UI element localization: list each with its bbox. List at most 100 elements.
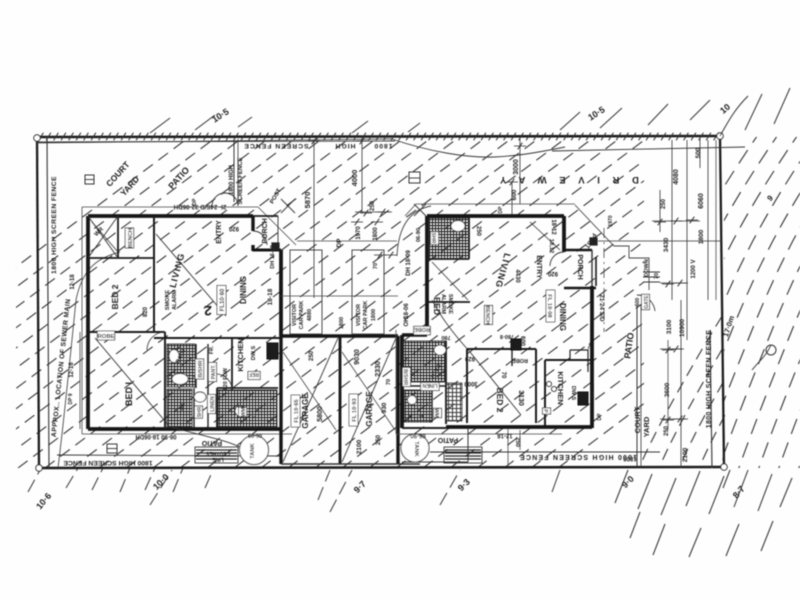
svg-text:WM: WM <box>241 407 247 416</box>
svg-text:BED 2: BED 2 <box>110 284 120 309</box>
svg-text:780·8: 780·8 <box>500 333 514 339</box>
svg-text:PORCH: PORCH <box>262 218 269 243</box>
svg-text:3130: 3130 <box>517 390 524 406</box>
svg-text:70: 70 <box>373 263 379 269</box>
svg-text:70: 70 <box>386 379 392 385</box>
svg-text:250: 250 <box>309 350 315 361</box>
svg-text:70: 70 <box>654 273 660 279</box>
svg-text:CAR PARK: CAR PARK <box>299 301 305 330</box>
svg-text:REF: REF <box>249 371 259 377</box>
svg-text:3000: 3000 <box>464 380 478 386</box>
svg-text:820: 820 <box>143 306 149 317</box>
svg-text:1970: 1970 <box>608 215 614 226</box>
svg-text:YARD: YARD <box>642 416 651 437</box>
svg-text:2100: 2100 <box>682 447 689 462</box>
svg-text:9030: 9030 <box>354 349 361 365</box>
svg-text:1200 V: 1200 V <box>691 259 697 278</box>
svg-text:500: 500 <box>695 147 702 158</box>
svg-text:06·90: 06·90 <box>410 432 426 438</box>
svg-text:ENTRY: ENTRY <box>535 255 542 279</box>
svg-text:21·24 S/D: 21·24 S/D <box>598 294 604 322</box>
svg-text:LINE: LINE <box>212 456 224 462</box>
svg-text:1800 HIGH SCREEN FENCE: 1800 HIGH SCREEN FENCE <box>519 453 637 460</box>
svg-text:FL10·60: FL10·60 <box>220 288 226 311</box>
svg-text:LINEN: LINEN <box>210 396 216 412</box>
svg-text:12-18: 12-18 <box>70 274 76 290</box>
svg-text:4080: 4080 <box>673 169 680 185</box>
svg-text:10: 10 <box>718 102 732 116</box>
svg-text:ALARM: ALARM <box>172 290 178 310</box>
svg-text:SCREEN FENCE: SCREEN FENCE <box>243 142 308 149</box>
svg-text:920: 920 <box>464 355 475 361</box>
svg-text:FL 10·93: FL 10·93 <box>352 398 358 422</box>
svg-text:1800: 1800 <box>339 317 345 329</box>
svg-text:1800: 1800 <box>698 229 705 244</box>
svg-text:250: 250 <box>664 425 670 436</box>
svg-text:820 FDW: 820 FDW <box>223 368 229 390</box>
svg-text:06·09: 06·09 <box>248 432 262 438</box>
svg-text:HIGH: HIGH <box>335 142 356 149</box>
svg-text:780: 780 <box>441 334 450 340</box>
svg-text:DW S: DW S <box>251 345 257 360</box>
svg-text:PATIO: PATIO <box>622 332 636 359</box>
svg-text:KITCHEN: KITCHEN <box>236 338 245 371</box>
svg-text:DW S: DW S <box>570 386 576 401</box>
svg-text:12-18: 12-18 <box>497 432 513 438</box>
svg-text:3100: 3100 <box>666 319 673 334</box>
svg-text:06-90: 06-90 <box>416 228 422 242</box>
svg-text:12-16: 12-16 <box>69 362 75 378</box>
svg-text:18-06: 18-06 <box>404 303 410 319</box>
svg-text:PORCH: PORCH <box>576 254 583 279</box>
svg-text:SMOKE: SMOKE <box>165 290 171 311</box>
svg-text:COURT: COURT <box>633 406 642 433</box>
svg-text:VISITOR: VISITOR <box>356 304 362 326</box>
svg-text:PATIO: PATIO <box>201 439 222 446</box>
svg-text:920: 920 <box>228 225 239 231</box>
svg-text:9: 9 <box>765 193 775 203</box>
svg-text:250: 250 <box>370 200 376 211</box>
svg-text:FL 10·08: FL 10·08 <box>546 294 552 318</box>
svg-text:600: 600 <box>519 336 525 347</box>
svg-text:4880: 4880 <box>307 309 313 321</box>
svg-text:4000: 4000 <box>350 170 359 187</box>
svg-text:BED I: BED I <box>124 382 134 406</box>
svg-text:250: 250 <box>376 434 382 445</box>
svg-text:930: 930 <box>381 402 388 413</box>
svg-text:T: T <box>252 415 258 419</box>
svg-text:GATE: GATE <box>644 295 650 309</box>
svg-text:DP: DP <box>192 198 198 206</box>
svg-text:FR.: FR. <box>209 345 215 354</box>
svg-text:CAR PARK: CAR PARK <box>363 301 369 330</box>
svg-text:ROBE: ROBE <box>98 334 115 340</box>
svg-text:FL 10·65: FL 10·65 <box>294 399 300 423</box>
svg-text:1800 HIGH SCREEN FENCE: 1800 HIGH SCREEN FENCE <box>63 459 153 466</box>
svg-text:DINING: DINING <box>239 276 248 304</box>
svg-text:B/SHR: B/SHR <box>198 360 204 377</box>
svg-text:1800: 1800 <box>623 455 637 461</box>
svg-text:TANK: TANK <box>250 442 256 458</box>
svg-text:2: 2 <box>204 303 212 319</box>
svg-text:6060: 6060 <box>698 193 705 209</box>
svg-text:BENCH: BENCH <box>128 228 134 248</box>
svg-text:DOWN: DOWN <box>644 259 650 276</box>
svg-text:SMOKE: SMOKE <box>447 294 453 315</box>
svg-text:600: 600 <box>511 189 518 200</box>
svg-text:1970: 1970 <box>356 226 362 240</box>
svg-text:DP: DP <box>597 413 603 421</box>
svg-text:5870: 5870 <box>303 192 312 209</box>
svg-text:18-18: 18-18 <box>267 288 274 305</box>
svg-text:10-18: 10-18 <box>590 385 596 399</box>
svg-text:3600: 3600 <box>664 382 671 397</box>
svg-text:250: 250 <box>514 437 520 448</box>
svg-text:70: 70 <box>500 372 506 379</box>
svg-text:BED 2: BED 2 <box>495 387 505 412</box>
svg-text:250: 250 <box>475 226 481 237</box>
svg-text:KITCHEN: KITCHEN <box>556 371 565 404</box>
svg-text:T: T <box>417 414 423 418</box>
svg-text:DINING: DINING <box>558 303 567 331</box>
svg-text:18-12: 18-12 <box>550 219 556 235</box>
svg-text:250: 250 <box>661 198 667 209</box>
svg-text:SHR: SHR <box>197 406 203 417</box>
svg-text:BENCH: BENCH <box>484 306 490 325</box>
svg-text:2100: 2100 <box>356 439 363 454</box>
